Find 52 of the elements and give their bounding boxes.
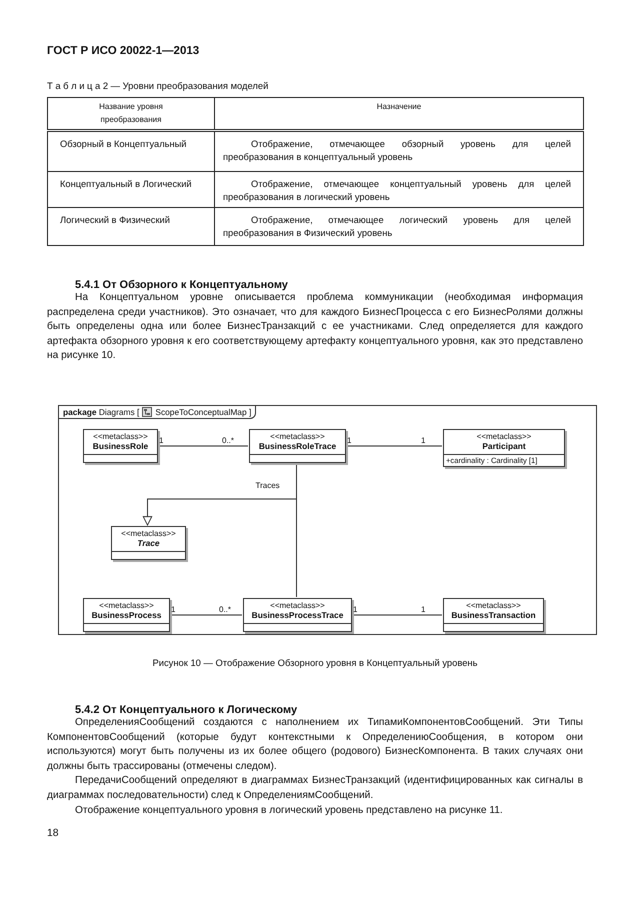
stereotype-label: <<metaclass>> (269, 601, 326, 610)
column-header: Назначение (214, 98, 584, 130)
level-name: Концептуальный в Логический (48, 172, 214, 208)
frame-title: ScopeToConceptualMap ] (155, 407, 252, 417)
stereotype-label: <<metaclass>> (476, 432, 532, 441)
class-name: BusinessRole (92, 441, 150, 451)
column-header: Название уровня преобразования (48, 98, 214, 130)
level-purpose: Отображение, отмечающее логический уровень для целей преобразования в Физический уровень (214, 208, 584, 246)
edge-label: Traces (256, 481, 280, 490)
class-name: BusinessProcess (90, 610, 162, 620)
multiplicity-label: 0..* (219, 605, 232, 614)
frame-title: package Diagrams [ (63, 407, 140, 417)
stereotype-label: <<metaclass>> (92, 432, 149, 441)
class-box (243, 598, 352, 632)
generalization-arrow (142, 498, 297, 598)
stereotype-label: <<metaclass>> (98, 601, 155, 610)
level-purpose: Отображение, отмечающее обзорный уровень для целей преобразования в концептуальный уровень (214, 130, 584, 172)
paragraph: На Концептуальном уровне описывается проблема коммуникации (необходимая информация распределена среди участников). Это означает, что для каждого БизнесПроцесса с его БизнесРолями должны быть определены одна или более БизнесТранзакций с ее участниками. След определяется для каждого артефакта обзорного уровня к его соответствующему артефакту концептуального уровня, как это представлено на рисунке 10. (47, 291, 583, 364)
page-number: 18 (47, 828, 59, 839)
package-frame (58, 405, 597, 635)
multiplicity-label: 1 (421, 436, 426, 445)
class-box (443, 598, 544, 632)
class-box (443, 429, 565, 467)
stereotype-label: <<metaclass>> (465, 601, 522, 610)
class-name: BusinessRoleTrace (258, 441, 338, 451)
stereotype-label: <<metaclass>> (269, 432, 326, 441)
figure-caption: Рисунок 10 — Отображение Обзорного уровня в Концептуальный уровень (152, 657, 478, 668)
page-header: ГОСТ Р ИСО 20022-1—2013 (47, 45, 200, 57)
multiplicity-label: 1 (159, 436, 164, 445)
class-name: Participant (481, 441, 527, 451)
paragraph: Отображение концептуального уровня в логический уровень представлено на рисунке 11. (74, 804, 504, 818)
paragraph: ПередачиСообщений определяют в диаграммах БизнесТранзакций (идентифицированных как сигналы в диаграммах последовательности) след к ОпределениямСообщений. (47, 774, 583, 803)
section-heading: 5.4.2 От Концептуального к Логическому (75, 704, 298, 716)
section-heading: 5.4.1 От Обзорного к Концептуальному (75, 279, 289, 291)
level-name: Логический в Физический (48, 208, 214, 246)
class-box (111, 526, 186, 560)
multiplicity-label: 0..* (222, 436, 234, 445)
class-box (83, 598, 170, 632)
paragraph: ОпределенияСообщений создаются с наполнением их ТипамиКомпонентовСообщений. Эти Типы КомпонентовСообщений (которые будут контекстными к ОпределениюСообщения, в котором они используются) могут быть получены из их более общего (родового) БизнесКомпонента. В таких случаях они должны быть трассированы (отмечены следом). (47, 716, 583, 774)
class-name: Trace (136, 538, 161, 548)
class-name: BusinessTransaction (450, 610, 537, 620)
level-name: Обзорный в Концептуальный (48, 130, 214, 172)
table-caption: Т а б л и ц а 2 — Уровни преобразования моделей (47, 80, 268, 91)
multiplicity-label: 1 (421, 605, 426, 614)
stereotype-label: <<metaclass>> (120, 529, 177, 538)
multiplicity-label: 1 (347, 436, 352, 445)
class-name: BusinessProcessTrace (250, 610, 344, 620)
class-box (83, 429, 158, 463)
multiplicity-label: 1 (353, 605, 358, 614)
class-box (249, 429, 346, 463)
multiplicity-label: 1 (171, 605, 176, 614)
level-purpose: Отображение, отмечающее концептуальный уровень для целей преобразования в логический уровень (214, 172, 584, 208)
